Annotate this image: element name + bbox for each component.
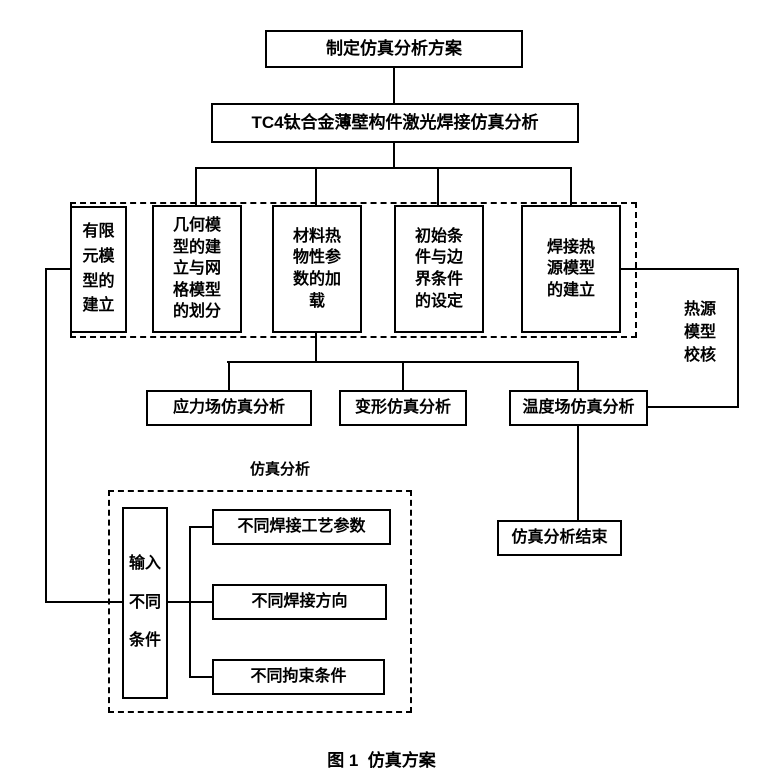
tc4-label: TC4钛合金薄壁构件激光焊接仿真分析 bbox=[251, 112, 539, 132]
connector-check-vertical bbox=[737, 268, 739, 408]
welding-direction-label: 不同焊接方向 bbox=[251, 593, 348, 611]
drop-to-heat-source bbox=[570, 167, 572, 207]
welding-params-box: 不同焊接工艺参数 bbox=[212, 509, 391, 545]
connector-material-down bbox=[315, 333, 317, 363]
plan-label: 制定仿真分析方案 bbox=[326, 38, 462, 58]
welding-params-label: 不同焊接工艺参数 bbox=[237, 518, 366, 536]
heat-source-check-label: 热源 模型 校核 bbox=[683, 301, 716, 365]
constraint-conditions-label: 不同拘束条件 bbox=[250, 668, 347, 686]
deformation-analysis-box: 变形仿真分析 bbox=[339, 390, 467, 426]
drop-to-temperature bbox=[577, 361, 579, 390]
branch-to-direction bbox=[189, 601, 212, 603]
branch-to-constraint bbox=[189, 676, 212, 678]
drop-to-initial bbox=[437, 167, 439, 207]
heat-source-label: 焊接热 源模型 的建立 bbox=[546, 238, 595, 299]
connector-left-vertical bbox=[45, 268, 47, 603]
initial-conditions-box: 初始条 件与边 界条件 的设定 bbox=[394, 205, 484, 333]
end-box: 仿真分析结束 bbox=[497, 520, 622, 556]
welding-direction-box: 不同焊接方向 bbox=[212, 584, 387, 620]
connector-fem-left bbox=[45, 268, 70, 270]
heat-source-box: 焊接热 源模型 的建立 bbox=[521, 205, 621, 333]
tc4-box: TC4钛合金薄壁构件激光焊接仿真分析 bbox=[211, 103, 579, 143]
connector-input-right bbox=[168, 601, 190, 603]
material-params-box: 材料热 物性参 数的加 载 bbox=[272, 205, 362, 333]
stress-analysis-box: 应力场仿真分析 bbox=[146, 390, 312, 426]
end-label: 仿真分析结束 bbox=[511, 529, 608, 547]
material-params-label: 材料热 物性参 数的加 载 bbox=[292, 227, 341, 310]
input-conditions-label: 输入 不同 条件 bbox=[128, 555, 161, 650]
connector-plan-to-tc4 bbox=[393, 68, 395, 103]
connector-heat-source-right bbox=[621, 268, 739, 270]
temperature-analysis-box: 温度场仿真分析 bbox=[509, 390, 648, 426]
geometry-model-label: 几何模 型的建 立与网 格模型 的划分 bbox=[172, 217, 221, 321]
branch-to-params bbox=[189, 526, 212, 528]
connector-temperature-to-end bbox=[577, 426, 579, 520]
plan-box: 制定仿真分析方案 bbox=[265, 30, 523, 68]
fem-model-label: 有限 元模 型的 建立 bbox=[82, 222, 115, 315]
figure-caption: 图 1 仿真方案 bbox=[327, 751, 436, 770]
initial-conditions-label: 初始条 件与边 界条件 的设定 bbox=[414, 227, 463, 310]
input-conditions-box: 输入 不同 条件 bbox=[122, 507, 168, 699]
connector-tc4-to-spine bbox=[393, 143, 395, 169]
connector-check-to-temperature bbox=[648, 406, 739, 408]
drop-to-geometry bbox=[195, 167, 197, 207]
drop-to-deformation bbox=[402, 361, 404, 390]
connector-left-to-input bbox=[45, 601, 122, 603]
stress-analysis-label: 应力场仿真分析 bbox=[172, 399, 285, 417]
fem-model-box: 有限 元模 型的 建立 bbox=[70, 206, 127, 333]
geometry-model-box: 几何模 型的建 立与网 格模型 的划分 bbox=[152, 205, 242, 333]
simulation-analysis-label: 仿真分析 bbox=[249, 461, 310, 478]
drop-to-stress bbox=[228, 361, 230, 390]
spine-top bbox=[195, 167, 572, 169]
drop-to-material bbox=[315, 167, 317, 207]
temperature-analysis-label: 温度场仿真分析 bbox=[522, 399, 635, 417]
constraint-conditions-box: 不同拘束条件 bbox=[212, 659, 385, 695]
deformation-analysis-label: 变形仿真分析 bbox=[354, 399, 451, 417]
